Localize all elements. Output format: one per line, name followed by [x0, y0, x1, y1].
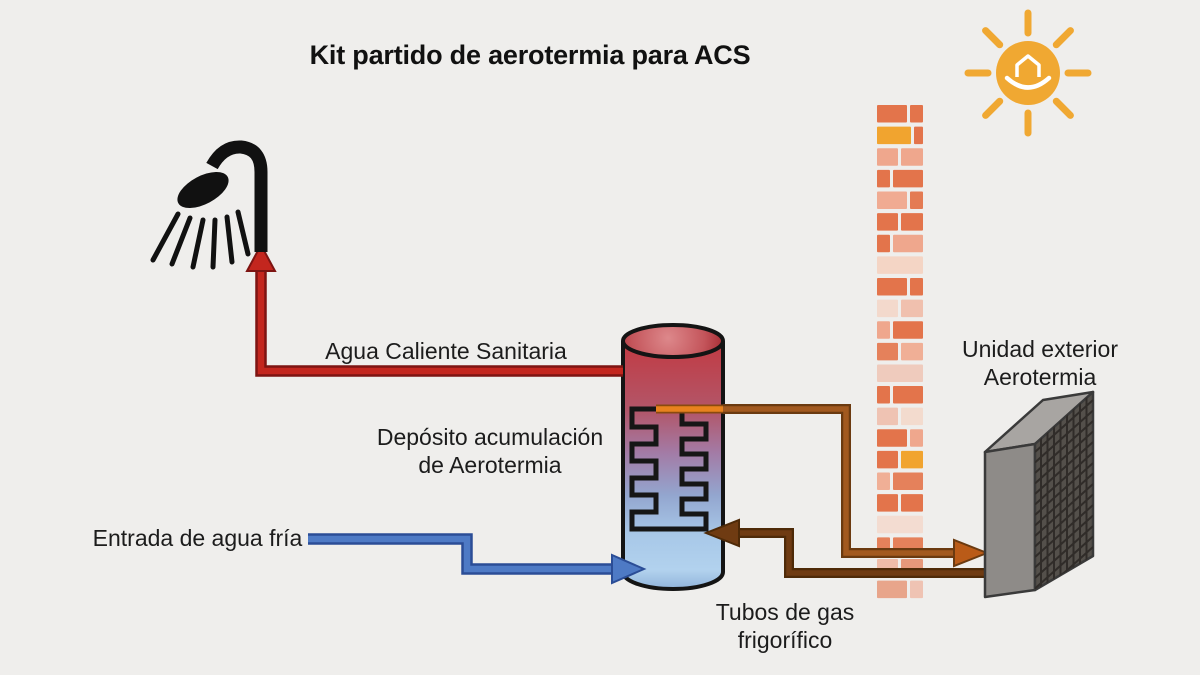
- unit-grille: [1033, 390, 1095, 592]
- label-cold-water: Entrada de agua fría: [92, 525, 303, 551]
- hot-water-pipe: [245, 242, 623, 377]
- refrigerant-arrow-to-tank: [703, 518, 740, 548]
- page-title: Kit partido de aerotermia para ACS: [309, 40, 751, 70]
- storage-tank-icon: [621, 323, 726, 591]
- hot-water-arrow: [245, 242, 277, 272]
- cold-water-pipe: [308, 533, 647, 585]
- sun-house-glyph: [1015, 54, 1041, 77]
- outdoor-unit-icon: [983, 390, 1095, 599]
- tank-coil: [629, 406, 709, 532]
- label-tank: Depósito acumulación de Aerotermia: [376, 424, 604, 478]
- label-hot-water: Agua Caliente Sanitaria: [325, 338, 567, 364]
- unit-side-face: [983, 442, 1037, 599]
- tank-top: [621, 323, 725, 359]
- shower-icon: [150, 140, 268, 270]
- shower-spray: [150, 209, 251, 270]
- refrigerant-pipe-return: [703, 518, 989, 578]
- refrigerant-arrow-to-unit: [953, 538, 990, 568]
- brick-wall-icon: [877, 105, 923, 599]
- refrigerant-pipe-supply: [723, 404, 990, 568]
- cold-water-arrow: [611, 553, 647, 585]
- label-outdoor-unit: Unidad exterior Aerotermia: [962, 336, 1118, 390]
- label-gas-pipes: Tubos de gas frigorífico: [715, 599, 855, 653]
- sun-smile-glyph: [1004, 75, 1052, 90]
- sun-icon: [964, 9, 1092, 137]
